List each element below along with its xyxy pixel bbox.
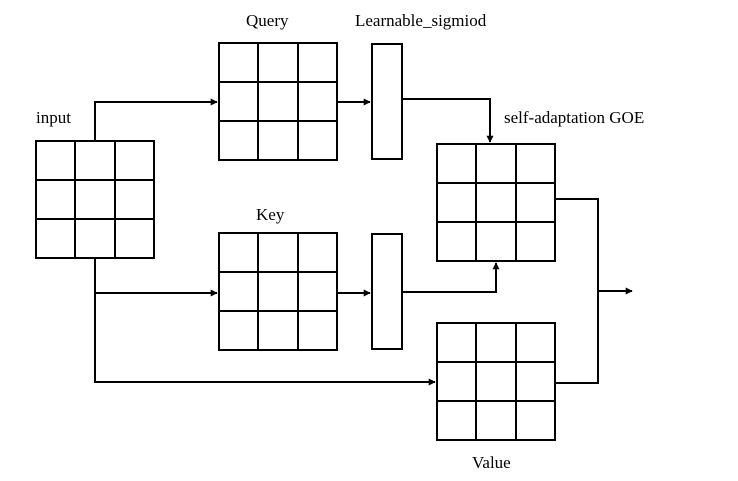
sigmoid-bar-key bbox=[371, 233, 403, 350]
arrow-sigmoid-key-to-goe bbox=[402, 262, 500, 293]
line-goe-to-output bbox=[555, 198, 599, 384]
arrow-sigmoid-query-to-goe bbox=[402, 98, 494, 143]
query-matrix bbox=[218, 42, 338, 161]
sigmoid-bar-query bbox=[371, 43, 403, 160]
key-label: Key bbox=[256, 205, 285, 224]
query-label: Query bbox=[246, 11, 289, 30]
input-matrix bbox=[35, 140, 155, 259]
value-matrix bbox=[436, 322, 556, 441]
arrow-input-to-key bbox=[94, 258, 218, 297]
arrow-input-to-value bbox=[94, 293, 436, 386]
value-label: Value bbox=[472, 453, 511, 472]
goe-matrix bbox=[436, 143, 556, 262]
input-label: input bbox=[36, 108, 71, 127]
key-matrix bbox=[218, 232, 338, 351]
arrow-input-to-query bbox=[94, 98, 218, 141]
learnable-sigmoid-label: Learnable_sigmiod bbox=[355, 11, 487, 30]
goe-label: self-adaptation GOE bbox=[504, 108, 644, 127]
